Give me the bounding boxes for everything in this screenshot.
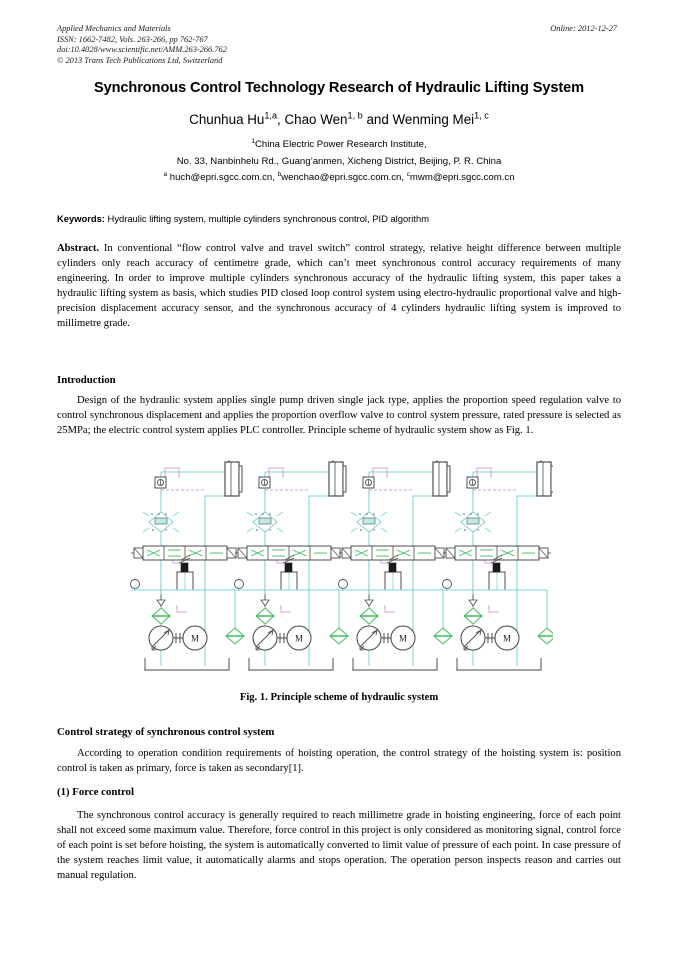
email-marker-c: c xyxy=(406,170,410,178)
author-2-name: Chao Wen xyxy=(284,112,348,127)
section-heading-force-control: (1) Force control xyxy=(57,786,134,798)
affiliation-marker: 1 xyxy=(251,137,255,145)
email-marker-a: a xyxy=(163,170,168,178)
journal-issn: ISSN: 1662-7482, Vols. 263-266, pp 762-7… xyxy=(57,34,208,44)
affiliation-block: 1China Electric Power Research Institute… xyxy=(40,137,638,187)
figure-1-caption: Fig. 1. Principle scheme of hydraulic sy… xyxy=(239,692,439,703)
abstract-block: Abstract. In conventional “flow control … xyxy=(57,241,621,332)
email-b: wenchao@epri.sgcc.com.cn, xyxy=(281,172,407,183)
keywords-label: Keywords: xyxy=(57,213,105,224)
author-2-affiliation-marker: 1, b xyxy=(347,110,363,121)
journal-name: Applied Mechanics and Materials xyxy=(57,24,171,33)
affiliation-address: No. 33, Nanbinhelu Rd., Guang’anmen, Xic… xyxy=(176,155,502,167)
author-3-name: Wenming Mei xyxy=(392,112,475,127)
hydraulic-module-4 xyxy=(441,459,553,671)
keywords-text: Hydraulic lifting system, multiple cylin… xyxy=(104,213,430,224)
page-title: Synchronous Control Technology Research … xyxy=(93,80,585,96)
section-paragraph-introduction: Design of the hydraulic system applies s… xyxy=(57,395,621,437)
section-heading-introduction: Introduction xyxy=(57,374,116,386)
journal-doi: doi:10.4028/www.scientific.net/AMM.263-2… xyxy=(57,45,227,55)
online-date: Online: 2012-12-27 xyxy=(550,24,617,33)
journal-masthead: Applied Mechanics and Materials ISSN: 16… xyxy=(57,24,621,66)
abstract-text: In conventional “flow control valve and … xyxy=(57,243,621,330)
affiliation-institute-line: 1China Electric Power Research Institute… xyxy=(40,137,638,154)
email-a: huch@epri.sgcc.com.cn, xyxy=(167,172,278,183)
abstract-label: Abstract. xyxy=(57,243,100,254)
masthead-right: Online: 2012-12-27 xyxy=(457,24,617,35)
author-emails: a huch@epri.sgcc.com.cn, bwenchao@epri.s… xyxy=(40,170,638,187)
author-1-affiliation-marker: 1,a xyxy=(264,110,278,121)
email-c: mwm@epri.sgcc.com.cn xyxy=(409,172,515,183)
masthead-left: Applied Mechanics and Materials ISSN: 16… xyxy=(57,24,457,66)
keywords-line: Keywords: Hydraulic lifting system, mult… xyxy=(57,213,621,224)
email-marker-b: b xyxy=(277,170,282,178)
author-list: Chunhua Hu1,a, Chao Wen1, b and Wenming … xyxy=(40,110,638,127)
hydraulic-module-2 xyxy=(233,459,349,671)
hydraulic-module-1 xyxy=(129,459,245,671)
author-separator-2: and xyxy=(362,112,393,127)
author-separator-1: , xyxy=(277,112,285,127)
section-paragraph-force-control: The synchronous control accuracy is gene… xyxy=(57,810,621,882)
author-1-name: Chunhua Hu xyxy=(189,112,265,127)
section-heading-control-strategy: Control strategy of synchronous control … xyxy=(57,726,275,738)
author-3-affiliation-marker: 1, c xyxy=(474,110,489,121)
hydraulic-schematic-svg: DPG DG xyxy=(129,459,553,671)
affiliation-institute: China Electric Power Research Institute, xyxy=(254,139,427,150)
hydraulic-module-3 xyxy=(337,459,453,671)
journal-copyright: © 2013 Trans Tech Publications Ltd, Swit… xyxy=(57,55,223,65)
section-paragraph-control-strategy: According to operation condition require… xyxy=(57,748,621,775)
